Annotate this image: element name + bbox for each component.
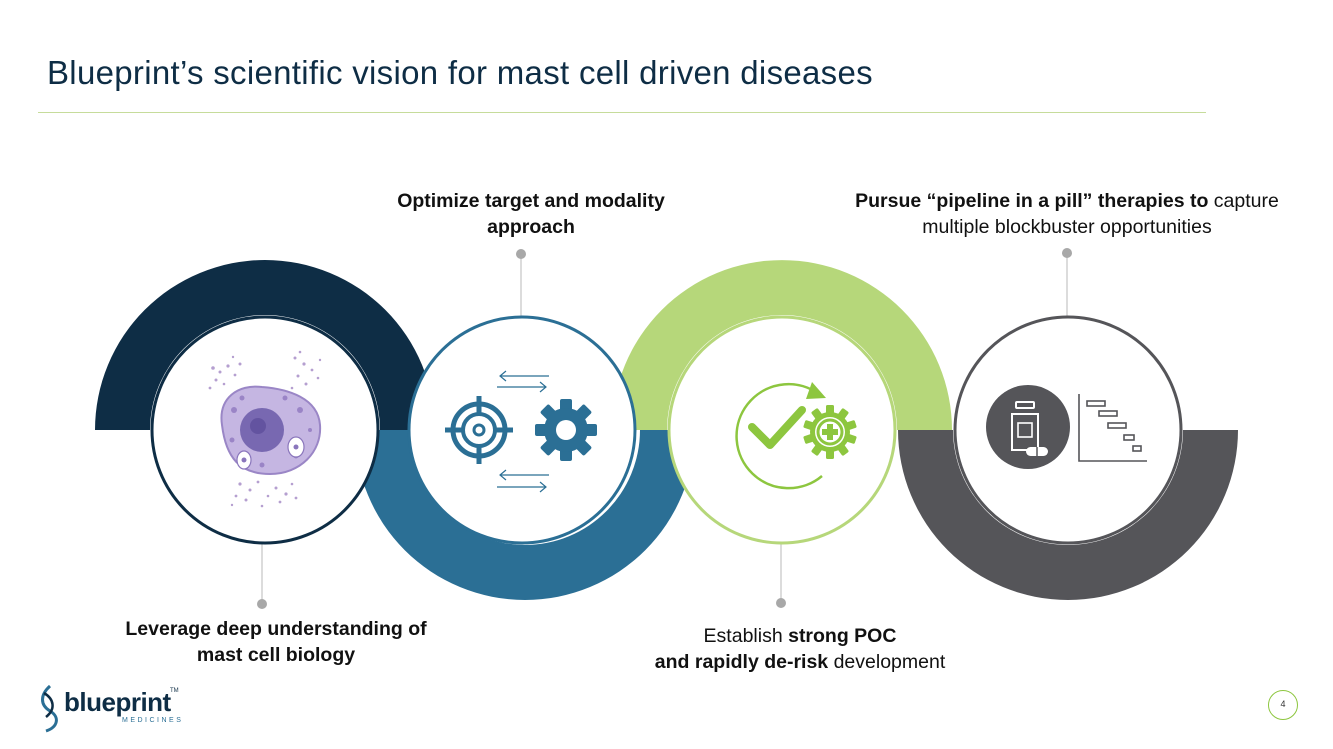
logo-subtitle: MEDICINES: [122, 717, 184, 724]
caption-establish: Establish strong POC and rapidly de-risk…: [620, 623, 980, 675]
blueprint-logo: blueprint TM MEDICINES: [36, 683, 186, 733]
caption-leverage-line1: Leverage deep understanding of: [125, 618, 427, 640]
checkmark-icon: [735, 382, 826, 490]
arc-gray: [898, 430, 1238, 600]
title-divider: [38, 112, 1206, 113]
caption-pursue-line2: multiple blockbuster opportunities: [922, 216, 1212, 238]
page-number-badge: 4: [1268, 690, 1298, 720]
caption-pursue: Pursue “pipeline in a pill” therapies to…: [820, 188, 1314, 240]
caption-pursue-bold: Pursue “pipeline in a pill” therapies to: [855, 190, 1209, 212]
connector-leverage: [257, 540, 267, 609]
caption-leverage: Leverage deep understanding of mast cell…: [96, 616, 456, 668]
caption-optimize-line1: Optimize target and modality: [397, 190, 665, 212]
gear-icon: [535, 399, 597, 461]
pill-bottle-icon: [986, 385, 1070, 469]
caption-optimize-line2: approach: [487, 216, 575, 238]
connector-establish: [776, 540, 786, 608]
caption-establish-post: development: [828, 651, 946, 673]
caption-leverage-line2: mast cell biology: [196, 644, 356, 666]
caption-establish-pre: Establish: [703, 625, 789, 647]
medical-gear-icon: [803, 405, 857, 459]
caption-establish-bold: strong POC: [788, 625, 897, 647]
arrows-icon: [497, 370, 549, 493]
caption-optimize: Optimize target and modality approach: [371, 188, 691, 240]
logo-trademark: TM: [170, 688, 179, 694]
arc-blue: [355, 430, 695, 600]
mast-cell-icon: [208, 350, 322, 508]
caption-pursue-tail: capture: [1208, 190, 1279, 212]
target-icon: [445, 396, 513, 464]
connector-optimize: [516, 249, 526, 318]
arc-green: [612, 260, 952, 430]
arc-navy: [95, 260, 435, 430]
circle-optimize: [407, 315, 637, 545]
gantt-chart-icon: [1078, 394, 1147, 462]
logo-wordmark: blueprint: [64, 687, 171, 717]
helix-icon: [41, 684, 58, 733]
caption-establish-bold2: and rapidly de-risk: [654, 651, 829, 673]
connector-pursue: [1062, 248, 1072, 318]
slide-title: Blueprint’s scientific vision for mast c…: [47, 54, 873, 91]
